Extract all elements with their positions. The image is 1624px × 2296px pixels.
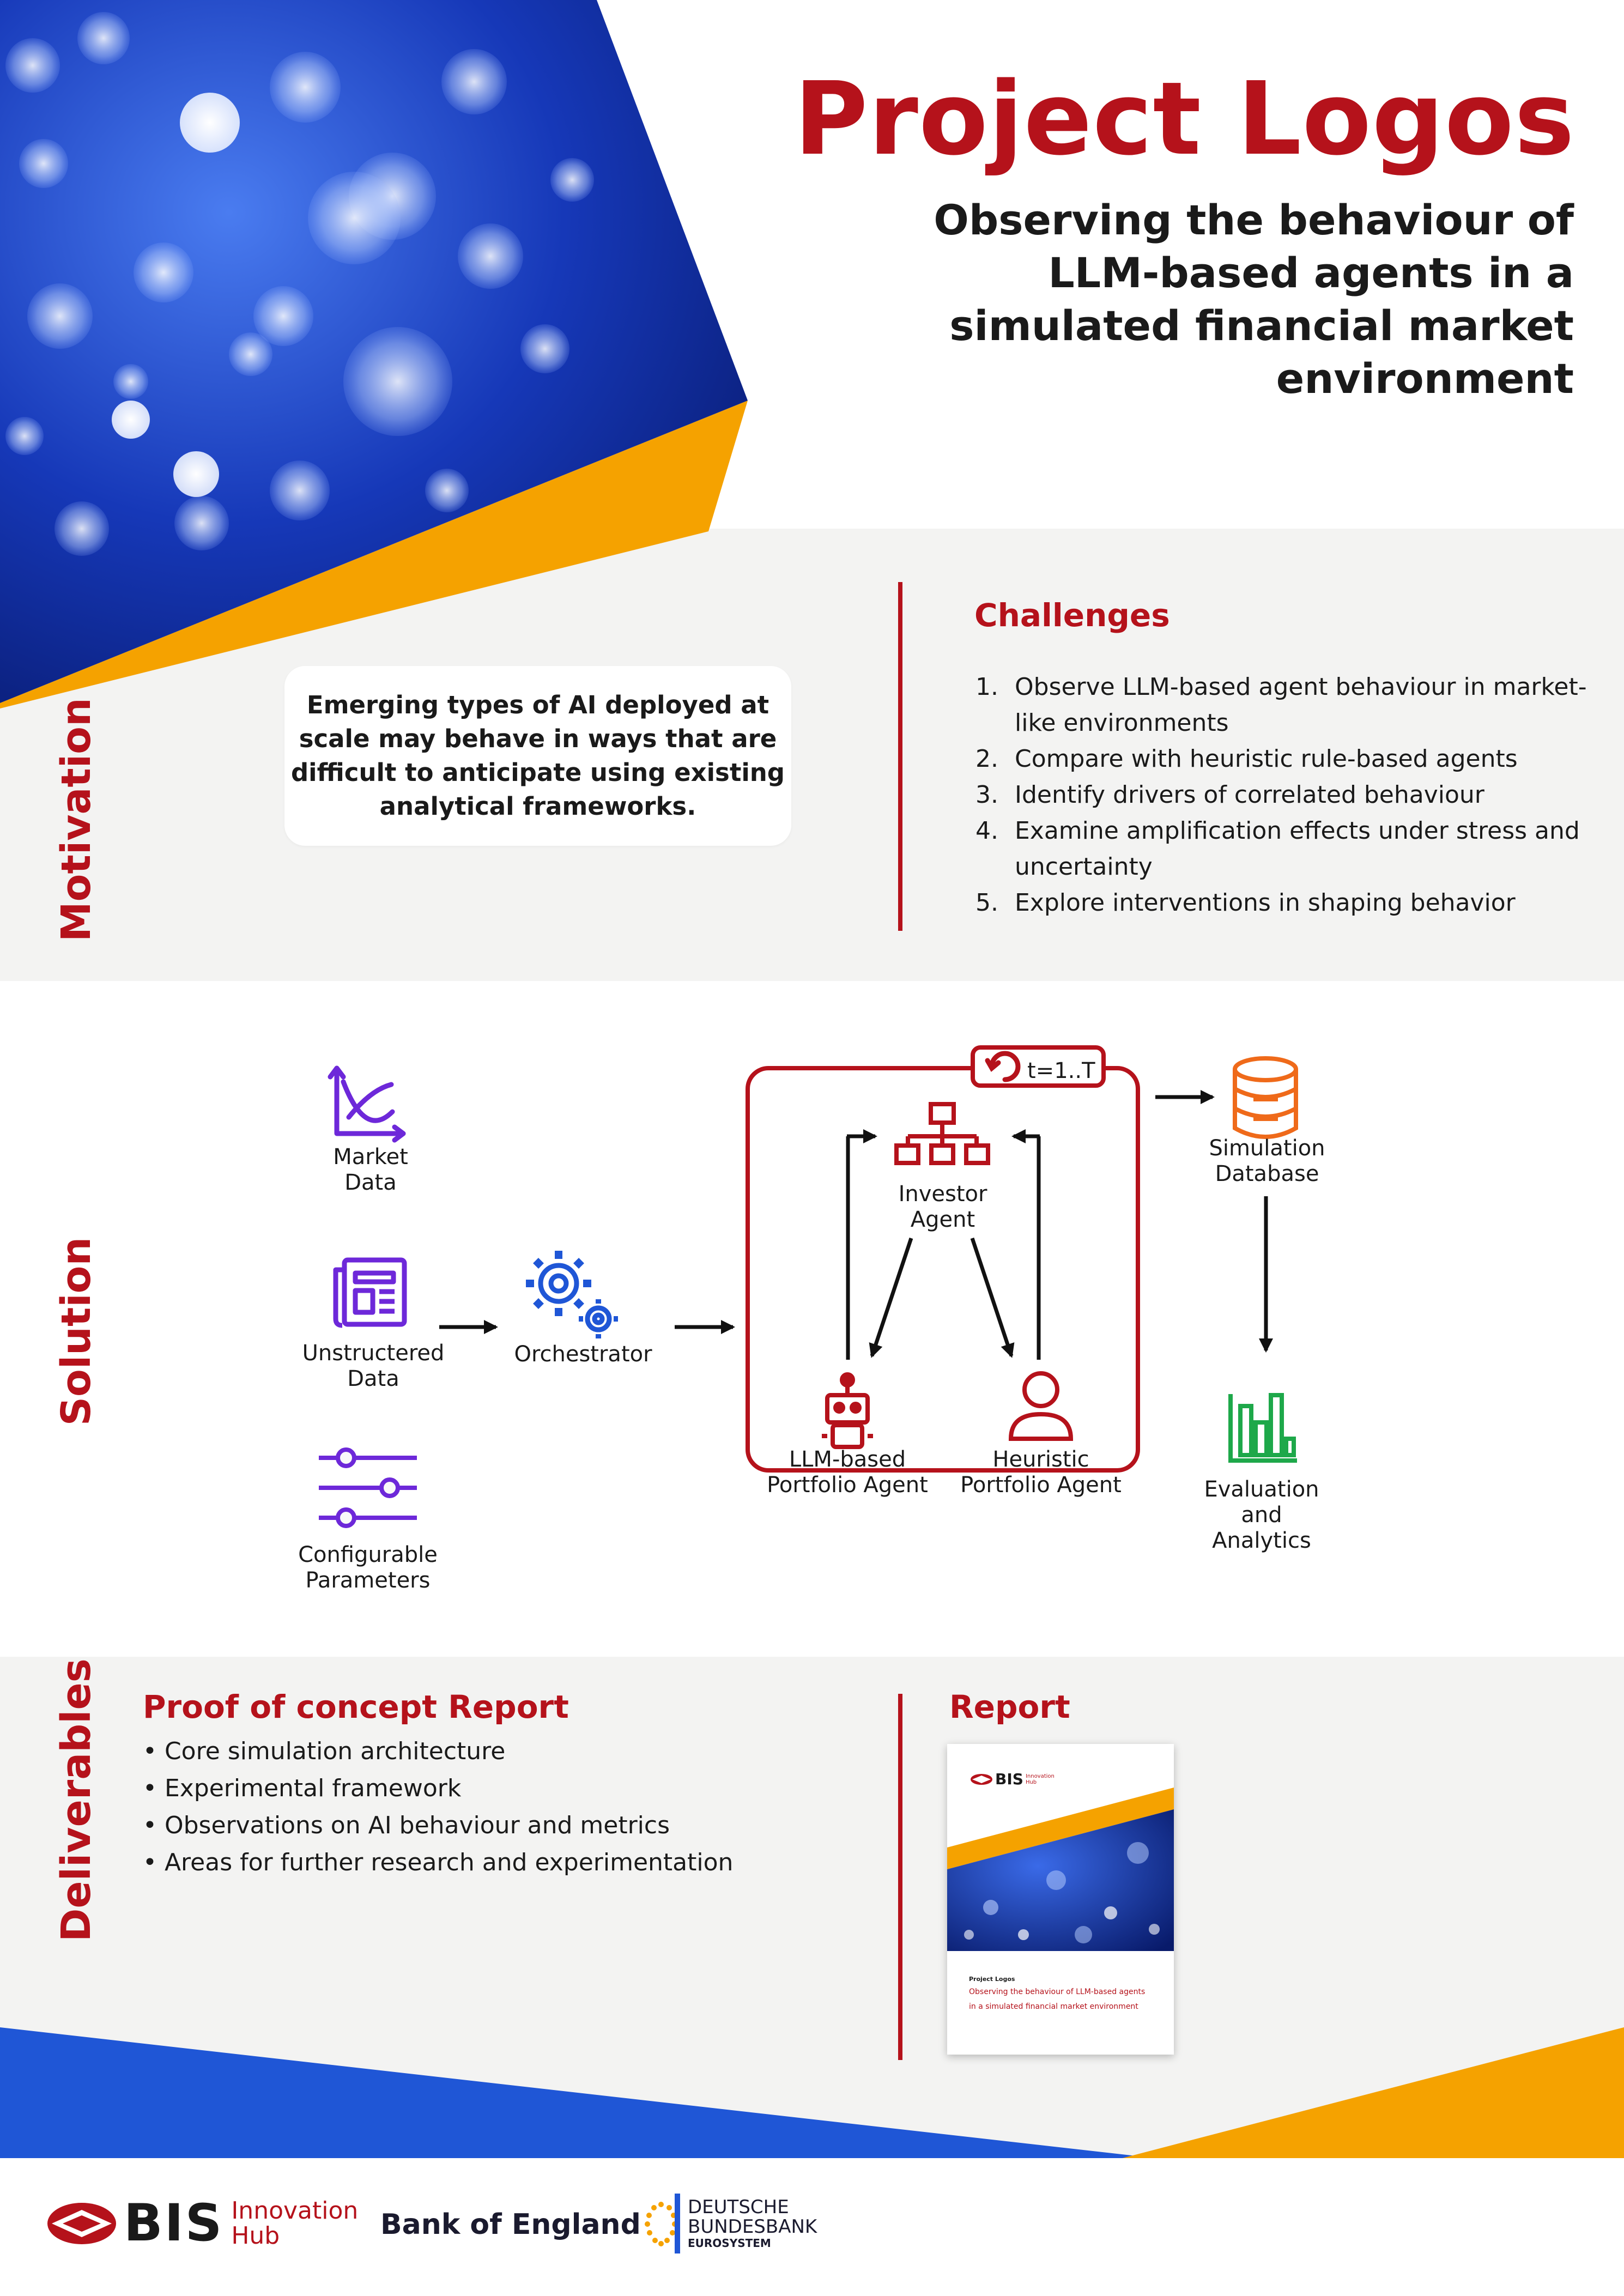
heuristic-agent-label: Heuristic Portfolio Agent: [960, 1447, 1122, 1498]
challenge-item: 1.Observe LLM-based agent behaviour in m…: [975, 673, 1587, 737]
challenges-heading: Challenges: [974, 597, 1170, 634]
bis-sub-1: Innovation: [231, 2196, 359, 2225]
thumbnail-title: Observing the behaviour of LLM-based age…: [969, 1988, 1146, 2011]
configurable-parameters-label: Configurable Parameters: [298, 1542, 438, 1593]
bundesbank-line-2: BUNDESBANK: [688, 2216, 817, 2238]
challenge-item: 3.Identify drivers of correlated behavio…: [975, 781, 1484, 809]
motivation-label: Motivation: [53, 698, 100, 942]
deliverables-label: Deliverables: [53, 1658, 100, 1942]
motivation-statement: Emerging types of AI deployed at scale m…: [290, 690, 785, 821]
report-thumbnail[interactable]: BIS Innovation Hub Project Logos Observi…: [947, 1744, 1174, 2055]
robot-icon: [822, 1372, 873, 1449]
thumbnail-image: [947, 1788, 1174, 1951]
evaluation-label: Evaluation and Analytics: [1204, 1477, 1319, 1553]
thumbnail-brand-sub: Innovation Hub: [1025, 1773, 1055, 1785]
thumbnail-brand: BIS: [995, 1770, 1023, 1788]
challenge-item: 4.Examine amplification effects under st…: [975, 817, 1580, 881]
deliverable-item: Experimental framework: [143, 1770, 733, 1807]
bundesbank-logo: DEUTSCHE BUNDESBANK EUROSYSTEM: [642, 2194, 817, 2253]
motivation-statement-box: Emerging types of AI deployed at scale m…: [284, 666, 791, 846]
page-title: Project Logos: [794, 60, 1575, 178]
challenges-list: 1.Observe LLM-based agent behaviour in m…: [975, 669, 1597, 921]
deliverable-item: Core simulation architecture: [143, 1733, 733, 1770]
person-icon: [1008, 1371, 1074, 1441]
challenge-item: 5.Explore interventions in shaping behav…: [975, 889, 1516, 917]
bottom-stripe: [0, 2027, 1624, 2158]
deliverables-heading: Proof of concept Report: [143, 1688, 569, 1725]
thumbnail-logo: BIS Innovation Hub: [970, 1770, 1055, 1788]
newspaper-icon: [333, 1257, 407, 1328]
thumbnail-kicker: Project Logos: [969, 1976, 1015, 1983]
hierarchy-icon: [894, 1102, 990, 1165]
challenge-item: 2.Compare with heuristic rule-based agen…: [975, 745, 1518, 773]
bis-logo-icon: [971, 1773, 992, 1785]
simulation-database-label: Simulation Database: [1209, 1136, 1325, 1186]
hero-bokeh-image: [0, 0, 748, 708]
llm-agent-label: LLM-based Portfolio Agent: [767, 1447, 928, 1498]
solution-diagram: [319, 1045, 1298, 1528]
deliverables-divider: [898, 1694, 902, 2060]
bundesbank-line-3: EUROSYSTEM: [688, 2237, 771, 2250]
bis-logo-icon: [47, 2202, 116, 2244]
bis-sub-2: Hub: [231, 2221, 280, 2250]
bis-sub: Innovation Hub: [231, 2198, 358, 2249]
deliverable-item: Observations on AI behaviour and metrics: [143, 1807, 733, 1844]
page-subtitle: Observing the behaviour of LLM-based age…: [934, 196, 1574, 403]
motivation-divider: [898, 582, 902, 931]
market-data-label: Market Data: [333, 1144, 408, 1195]
deliverable-item: Areas for further research and experimen…: [143, 1844, 733, 1881]
bundesbank-text: DEUTSCHE BUNDESBANK EUROSYSTEM: [688, 2197, 817, 2250]
refresh-icon: [985, 1051, 1021, 1082]
chart-icon: [328, 1065, 406, 1143]
bis-wordmark: BIS: [124, 2194, 224, 2253]
bundesbank-line-1: DEUTSCHE: [688, 2196, 789, 2218]
database-icon: [1233, 1056, 1298, 1139]
sliders-icon: [319, 1447, 417, 1528]
deliverables-list: Core simulation architecture Experimenta…: [143, 1733, 733, 1881]
report-heading: Report: [949, 1688, 1070, 1725]
unstructured-data-label: Unstructered Data: [302, 1341, 445, 1391]
bank-of-england-logo: Bank of England: [380, 2208, 641, 2241]
loop-label: t=1..T: [1027, 1058, 1095, 1083]
bar-chart-icon: [1228, 1393, 1297, 1463]
orchestrator-label: Orchestrator: [514, 1342, 652, 1367]
eurosystem-stars-icon: [645, 2194, 680, 2253]
bis-innovation-hub-logo: BIS Innovation Hub: [46, 2194, 358, 2253]
investor-agent-label: Investor Agent: [898, 1182, 987, 1232]
gears-icon: [526, 1251, 618, 1338]
